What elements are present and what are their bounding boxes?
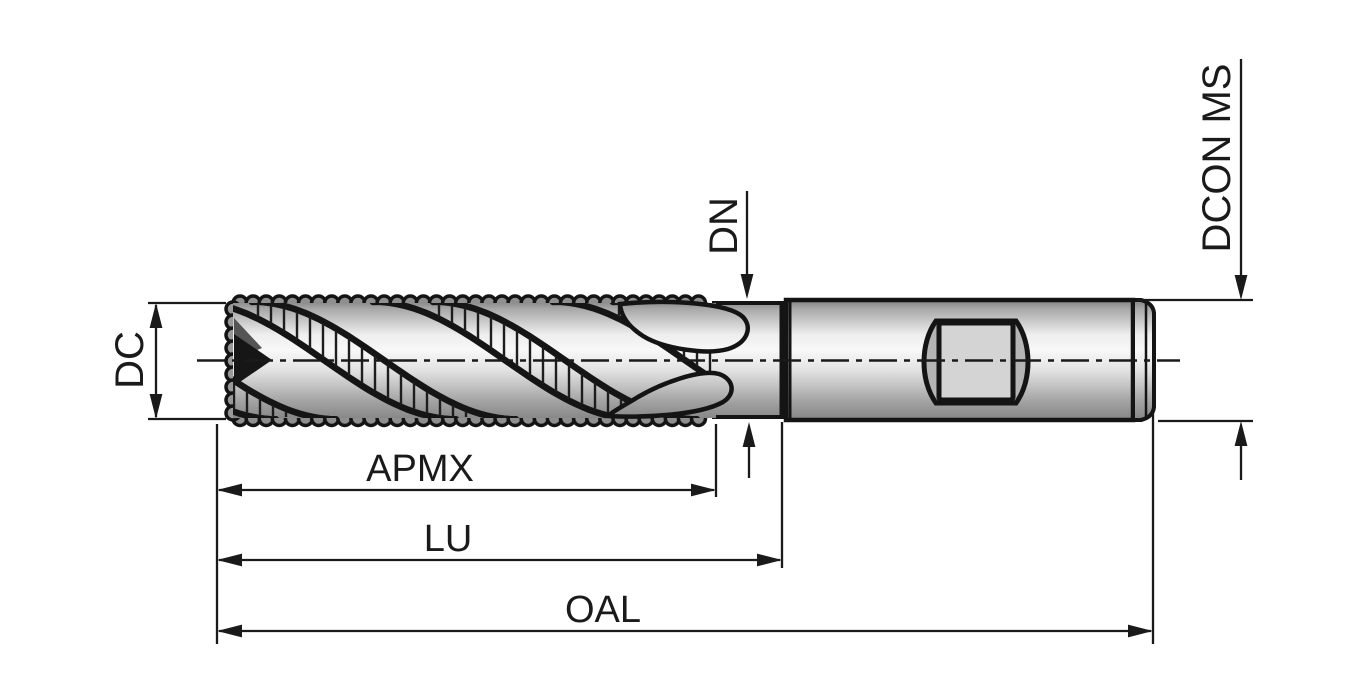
flute-edge-curve [233, 376, 339, 418]
dimension-arrowhead [1234, 275, 1248, 300]
dimension-lines [148, 59, 1253, 644]
dimension-arrowhead [1128, 624, 1153, 638]
label-dcon-ms: DCON MS [1195, 64, 1239, 253]
dimension-arrowhead [217, 483, 242, 497]
dimension-arrowhead [740, 274, 754, 299]
dimension-arrowhead [149, 303, 163, 328]
dimension-arrowhead [742, 422, 756, 447]
cutter-flutes [233, 303, 716, 418]
dimension-arrowhead [1234, 421, 1248, 446]
label-oal: OAL [565, 589, 641, 631]
dimension-arrowhead [217, 553, 242, 567]
flute-end-leaf-top [617, 299, 750, 354]
label-dn: DN [702, 197, 746, 255]
label-dc: DC [108, 331, 152, 389]
label-lu: LU [424, 518, 473, 560]
dimension-arrowhead [757, 553, 782, 567]
flute-edge-curve [233, 305, 459, 418]
dimension-arrowhead [217, 624, 242, 638]
flute-end-leaf-bottom [602, 370, 734, 419]
shank-end-cap [1131, 298, 1156, 422]
dimension-arrowhead [149, 394, 163, 419]
label-apmx: APMX [366, 448, 474, 490]
dimension-arrowhead [691, 483, 716, 497]
flute-edge-curve [248, 303, 519, 418]
